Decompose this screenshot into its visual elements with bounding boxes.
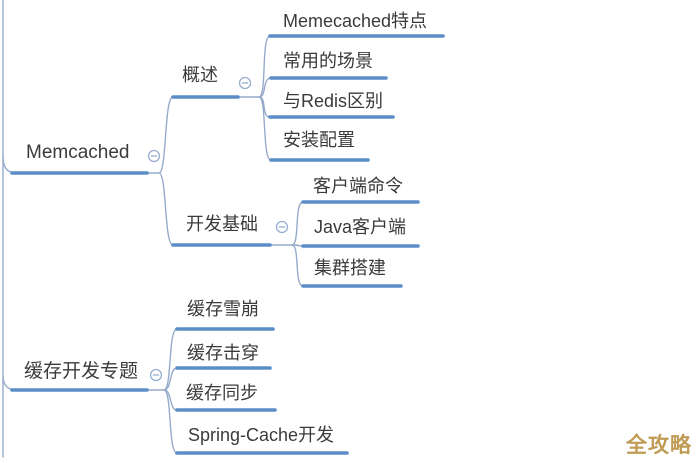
node-common-scenarios[interactable]: 常用的场景 xyxy=(283,51,373,71)
connector-lines xyxy=(2,0,304,458)
node-java-client[interactable]: Java客户端 xyxy=(314,217,407,237)
node-dev-basics[interactable]: 开发基础 xyxy=(186,214,258,234)
memcached-to-overview-curve xyxy=(146,96,174,174)
node-cluster-setup[interactable]: 集群搭建 xyxy=(314,258,386,278)
collapse-minus-icon-cache-topics[interactable] xyxy=(149,368,163,382)
node-client-commands[interactable]: 客户端命令 xyxy=(313,176,403,196)
collapse-minus-icon-dev-basics[interactable] xyxy=(275,220,289,234)
overview-to-redis-diff-curve xyxy=(258,96,271,118)
memcached-to-dev-basics-curve xyxy=(158,172,174,246)
cache-topics-to-spring-curve xyxy=(163,389,178,454)
collapse-minus-icon-memcached[interactable] xyxy=(147,149,161,163)
node-cache-sync[interactable]: 缓存同步 xyxy=(186,383,258,403)
collapse-minus-icon-overview[interactable] xyxy=(238,76,252,90)
overview-to-scenarios-curve xyxy=(258,77,272,98)
node-spring-cache-dev[interactable]: Spring-Cache开发 xyxy=(188,425,335,445)
cache-topics-to-breakdown-curve xyxy=(163,367,178,391)
node-cache-breakdown[interactable]: 缓存击穿 xyxy=(187,343,259,363)
node-cache-topics[interactable]: 缓存开发专题 xyxy=(24,361,139,382)
node-memecached-features[interactable]: Memecached特点 xyxy=(283,11,428,31)
dev-basics-to-cluster-curve xyxy=(291,244,304,287)
overview-to-install-curve xyxy=(258,96,272,161)
cache-topics-to-avalanche-curve xyxy=(146,328,178,391)
spine-to-cache-topics-curve xyxy=(2,374,17,391)
node-memcached[interactable]: Memcached xyxy=(26,142,130,163)
spine-to-memcached-curve xyxy=(2,154,17,174)
topic-underlines xyxy=(10,34,445,455)
node-cache-avalanche[interactable]: 缓存雪崩 xyxy=(187,299,259,319)
collapse-icons xyxy=(147,76,289,382)
node-install-config[interactable]: 安装配置 xyxy=(283,130,355,150)
watermark-text: 全攻略 xyxy=(626,434,692,457)
node-redis-difference[interactable]: 与Redis区别 xyxy=(283,91,384,111)
node-overview[interactable]: 概述 xyxy=(182,65,218,85)
